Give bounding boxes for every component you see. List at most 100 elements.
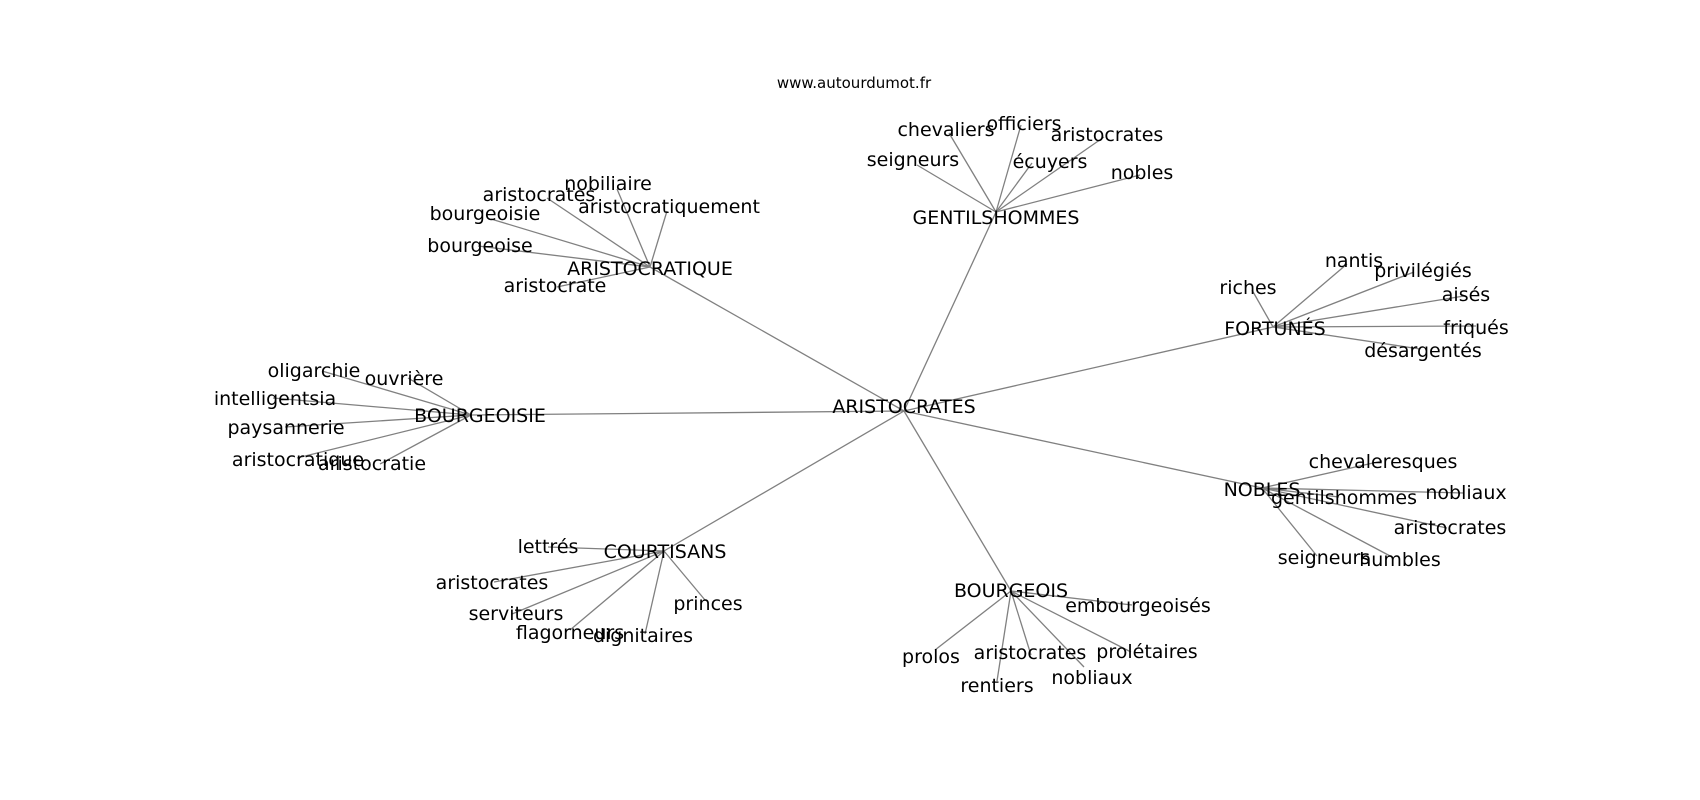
leaf-node-fortunes-3[interactable]: aisés <box>1442 284 1490 306</box>
hub-node-bourgeoisie[interactable]: BOURGEOISIE <box>414 405 546 427</box>
hub-node-aristocratique[interactable]: ARISTOCRATIQUE <box>567 258 733 280</box>
leaf-node-bourgeoisie-0[interactable]: oligarchie <box>268 360 361 382</box>
hub-node-bourgeois[interactable]: BOURGEOIS <box>954 580 1068 602</box>
edge-center-bourgeois <box>903 410 1012 592</box>
hub-node-courtisans[interactable]: COURTISANS <box>604 541 727 563</box>
leaf-node-nobles-2[interactable]: gentilshommes <box>1271 487 1417 509</box>
leaf-node-gentilshommes-1[interactable]: officiers <box>986 113 1061 135</box>
center-node-label[interactable]: ARISTOCRATES <box>832 396 975 418</box>
edge-aristocratique-leaf-2 <box>649 210 668 268</box>
leaf-node-fortunes-4[interactable]: friqués <box>1443 317 1508 339</box>
edge-aristocratique-leaf-4 <box>477 245 651 268</box>
leaf-node-nobles-5[interactable]: humbles <box>1359 549 1441 571</box>
hub-node-nobles[interactable]: NOBLES <box>1224 479 1301 501</box>
hub-node-gentilshommes[interactable]: GENTILSHOMMES <box>913 207 1080 229</box>
edge-courtisans-leaf-5 <box>644 550 665 635</box>
edge-bourgeoisie-leaf-2 <box>272 397 472 416</box>
edge-nobles-leaf-4 <box>1261 487 1318 557</box>
edge-center-bourgeoisie <box>470 410 905 416</box>
edge-bourgeois-leaf-0 <box>1010 590 1133 606</box>
edge-aristocratique-leaf-3 <box>490 218 651 268</box>
leaf-node-aristocratique-2[interactable]: aristocratiquement <box>578 196 760 218</box>
edge-bourgeoisie-leaf-0 <box>321 370 472 416</box>
labels-layer: GENTILSHOMMESchevaliersofficiersaristocr… <box>214 113 1509 697</box>
edge-center-fortunes <box>903 326 1274 412</box>
edge-center-courtisans <box>663 410 905 552</box>
leaf-node-aristocratique-0[interactable]: nobiliaire <box>564 173 652 195</box>
edge-nobles-leaf-0 <box>1261 460 1383 489</box>
leaf-node-gentilshommes-4[interactable]: écuyers <box>1013 151 1088 173</box>
leaf-node-bourgeoisie-3[interactable]: paysannerie <box>227 417 344 439</box>
edge-center-gentilshommes <box>903 211 997 412</box>
edge-center-aristocratique <box>649 266 905 412</box>
leaf-node-courtisans-3[interactable]: serviteurs <box>469 603 564 625</box>
leaf-node-gentilshommes-5[interactable]: nobles <box>1111 162 1174 184</box>
leaf-node-aristocratique-3[interactable]: bourgeoisie <box>430 203 541 225</box>
leaf-node-nobles-3[interactable]: aristocrates <box>1394 517 1507 539</box>
leaf-node-bourgeois-2[interactable]: aristocrates <box>974 642 1087 664</box>
edge-nobles-leaf-5 <box>1261 487 1393 558</box>
edge-fortunes-leaf-0 <box>1272 263 1348 328</box>
edge-gentilshommes-leaf-2 <box>995 136 1105 213</box>
edge-aristocratique-leaf-5 <box>556 266 651 288</box>
leaf-node-fortunes-0[interactable]: nantis <box>1325 250 1383 272</box>
leaf-node-bourgeois-4[interactable]: rentiers <box>960 675 1033 697</box>
leaf-node-bourgeois-3[interactable]: prolétaires <box>1096 641 1197 663</box>
leaf-node-courtisans-0[interactable]: lettrés <box>518 536 579 558</box>
leaf-node-bourgeois-5[interactable]: nobliaux <box>1051 667 1132 689</box>
edge-center-nobles <box>903 410 1263 489</box>
leaf-node-courtisans-4[interactable]: flagorneurs <box>516 622 624 644</box>
edge-courtisans-leaf-0 <box>547 546 665 552</box>
edge-fortunes-leaf-4 <box>1272 325 1477 328</box>
edge-bourgeois-leaf-3 <box>1010 590 1132 653</box>
leaf-node-aristocratique-1[interactable]: aristocrates <box>483 184 596 206</box>
leaf-node-nobles-0[interactable]: chevaleresques <box>1309 451 1458 473</box>
edge-fortunes-leaf-5 <box>1272 326 1421 350</box>
edge-bourgeoisie-leaf-5 <box>379 414 472 465</box>
leaf-node-fortunes-1[interactable]: privilégiés <box>1374 260 1472 282</box>
leaf-node-gentilshommes-0[interactable]: chevaliers <box>897 119 994 141</box>
edge-nobles-leaf-1 <box>1261 487 1465 494</box>
leaf-node-courtisans-1[interactable]: aristocrates <box>436 572 549 594</box>
edge-courtisans-leaf-1 <box>493 550 665 583</box>
leaf-node-bourgeoisie-5[interactable]: aristocratie <box>318 453 426 475</box>
edge-courtisans-leaf-2 <box>663 550 706 601</box>
edge-aristocratique-leaf-0 <box>616 188 651 268</box>
leaf-node-nobles-1[interactable]: nobliaux <box>1425 482 1506 504</box>
leaf-node-gentilshommes-3[interactable]: seigneurs <box>867 149 959 171</box>
edge-courtisans-leaf-3 <box>511 550 665 615</box>
edge-gentilshommes-leaf-3 <box>916 164 997 213</box>
edges-layer <box>272 124 1477 682</box>
edge-bourgeois-leaf-1 <box>934 590 1012 651</box>
edge-fortunes-leaf-1 <box>1272 271 1415 328</box>
edge-bourgeois-leaf-4 <box>996 590 1012 682</box>
edge-fortunes-leaf-2 <box>1251 289 1274 328</box>
leaf-node-fortunes-5[interactable]: désargentés <box>1364 340 1482 362</box>
leaf-node-aristocratique-4[interactable]: bourgeoise <box>427 235 532 257</box>
edge-gentilshommes-leaf-0 <box>948 132 997 213</box>
edge-fortunes-leaf-3 <box>1272 295 1465 328</box>
leaf-node-bourgeois-1[interactable]: prolos <box>902 646 960 668</box>
leaf-node-nobles-4[interactable]: seigneurs <box>1278 547 1370 569</box>
leaf-node-bourgeoisie-4[interactable]: aristocratique <box>232 449 364 471</box>
edge-gentilshommes-leaf-1 <box>995 124 1022 213</box>
watermark: www.autourdumot.fr <box>777 74 932 92</box>
hub-node-fortunes[interactable]: FORTUNÉS <box>1224 317 1326 340</box>
edge-courtisans-leaf-4 <box>569 550 665 631</box>
leaf-node-bourgeoisie-1[interactable]: ouvrière <box>365 368 444 390</box>
leaf-node-gentilshommes-2[interactable]: aristocrates <box>1051 124 1164 146</box>
leaf-node-bourgeoisie-2[interactable]: intelligentsia <box>214 388 336 410</box>
leaf-node-courtisans-5[interactable]: dignitaires <box>593 625 693 647</box>
leaf-node-aristocratique-5[interactable]: aristocrate <box>504 275 607 297</box>
edge-gentilshommes-leaf-4 <box>995 162 1033 213</box>
edge-bourgeois-leaf-5 <box>1010 590 1085 668</box>
edge-bourgeois-leaf-2 <box>1010 590 1032 656</box>
leaf-node-courtisans-2[interactable]: princes <box>673 593 742 615</box>
edge-aristocratique-leaf-1 <box>546 197 651 268</box>
leaf-node-fortunes-2[interactable]: riches <box>1219 277 1276 299</box>
edge-nobles-leaf-2 <box>1261 487 1340 498</box>
edge-gentilshommes-leaf-5 <box>995 174 1141 213</box>
edge-bourgeoisie-leaf-4 <box>296 414 472 459</box>
leaf-node-bourgeois-0[interactable]: embourgeoisés <box>1065 595 1211 617</box>
